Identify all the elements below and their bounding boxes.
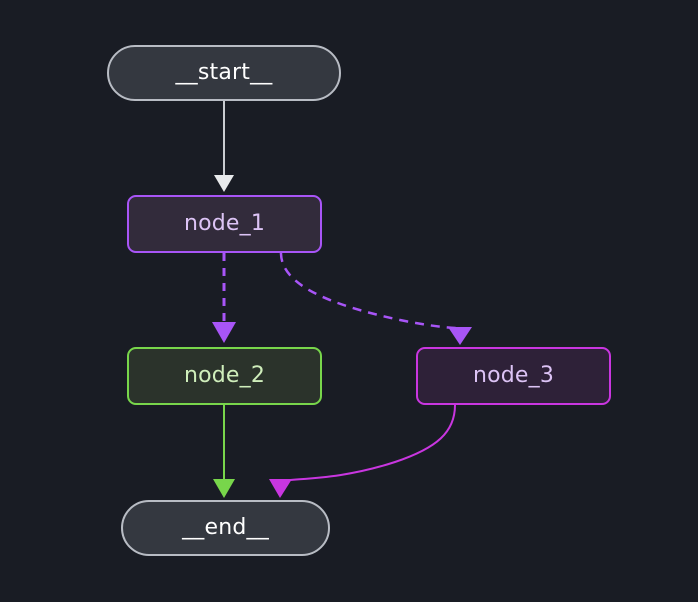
node-start[interactable]: __start__: [107, 45, 341, 101]
node-end-label: __end__: [182, 515, 269, 540]
node-node_1-label: node_1: [183, 211, 266, 236]
edge-node_1-to-node_2: [212, 253, 236, 343]
node-node_1[interactable]: node_1: [127, 195, 322, 253]
edge-node_1-to-node_3: [279, 252, 472, 345]
node-start-label: __start__: [175, 60, 273, 85]
node-node_2-label: node_2: [183, 363, 266, 388]
edge-node_3-to-end: [269, 404, 456, 498]
edge-start-to-node_1: [214, 101, 234, 192]
node-node_2[interactable]: node_2: [127, 347, 322, 405]
edge-node_2-to-end: [213, 405, 235, 498]
node-node_3[interactable]: node_3: [416, 347, 611, 405]
node-node_3-label: node_3: [472, 363, 555, 388]
node-end[interactable]: __end__: [121, 500, 330, 556]
